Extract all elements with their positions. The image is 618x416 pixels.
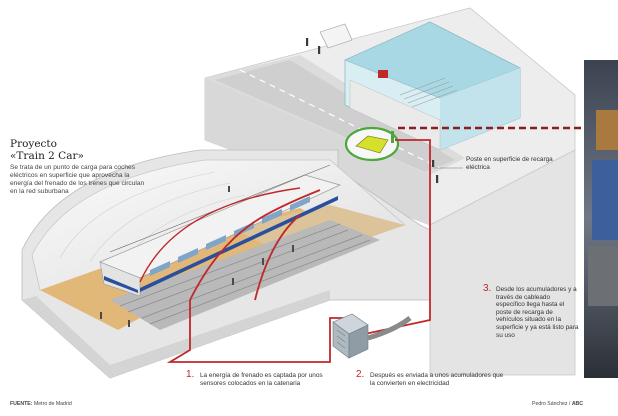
pedestrians-street <box>306 38 439 183</box>
credit-outlet: ABC <box>571 401 584 407</box>
source-label: FUENTE: <box>10 401 33 407</box>
metro-logo-icon <box>378 70 388 78</box>
accumulator-unit <box>332 313 369 359</box>
charging-point <box>344 126 400 162</box>
step3-number: 3. <box>483 283 492 294</box>
project-title-line1: Proyecto <box>10 138 57 150</box>
step2-text: Después es enviada a unos acumuladores q… <box>370 372 504 387</box>
charging-pole-icon <box>391 131 394 143</box>
station-building <box>319 21 521 151</box>
credit-author: Pedro Sánchez / <box>532 401 571 407</box>
step3-text: Desde los acumuladores y a través de cab… <box>496 286 579 339</box>
project-description: Se trata de un punto de carga para coche… <box>10 164 145 195</box>
photo-strip <box>584 60 618 378</box>
source-value: Metro de Madrid <box>33 401 72 407</box>
catenary-sensor-line <box>139 187 301 283</box>
project-title: Proyecto «Train 2 Car» <box>10 138 84 162</box>
electric-car-icon <box>355 135 389 154</box>
source-credit: FUENTE: Metro de Madrid <box>10 401 72 407</box>
pedestrians-platform <box>100 186 294 327</box>
project-title-line2: «Train 2 Car» <box>10 150 84 162</box>
step2-number: 2. <box>356 369 365 380</box>
cable-conduit <box>367 316 412 341</box>
energy-flow-lines <box>166 139 431 363</box>
step1-number: 1. <box>186 369 195 380</box>
step1-text: La energía de frenado es captada por uno… <box>200 372 323 387</box>
pole-callout: Poste en superficie de recarga eléctrica <box>466 156 553 171</box>
author-credit: Pedro Sánchez / ABC <box>532 401 583 407</box>
